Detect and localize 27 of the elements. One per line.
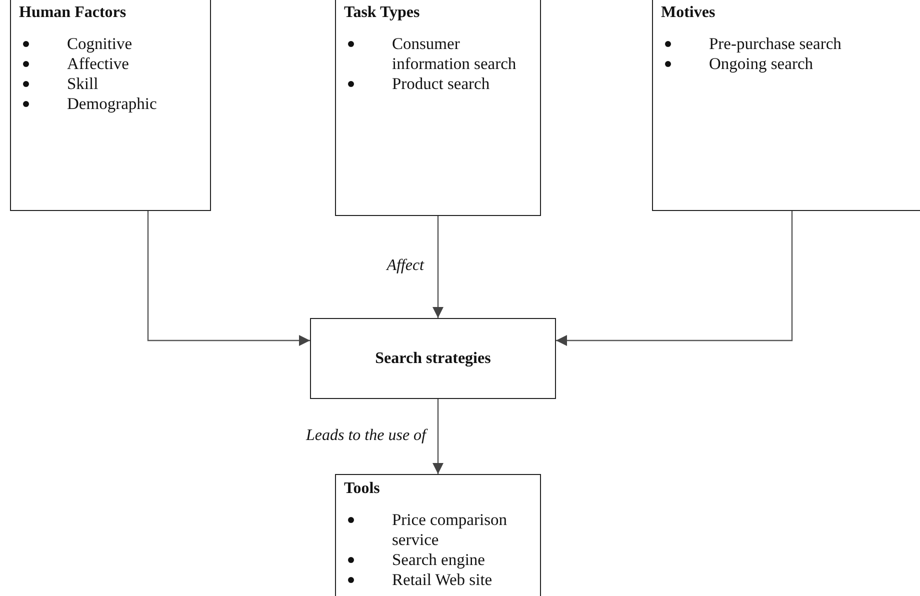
list-item: Consumer information search [344, 34, 534, 74]
list-item: Ongoing search [661, 54, 917, 74]
list-item: Cognitive [19, 34, 204, 54]
list-item: Search engine [344, 550, 534, 570]
category-box [335, 474, 541, 596]
list-item: Price comparison service [344, 510, 534, 550]
arrow [432, 216, 444, 318]
list-item: Skill [19, 74, 204, 94]
box-heading: Tools [344, 480, 381, 498]
box-heading: Task Types [344, 4, 421, 22]
box-heading: Search strategies [375, 350, 491, 368]
list-item: Product search [344, 74, 534, 94]
arrow [147, 211, 310, 346]
category-box [335, 0, 541, 216]
edge-label: Affect [386, 257, 424, 275]
box-heading: Motives [661, 4, 716, 22]
process-box [310, 318, 556, 399]
list-item: Demographic [19, 94, 204, 114]
list-item: Retail Web site [344, 570, 534, 590]
category-box [10, 0, 211, 211]
arrow [556, 211, 793, 346]
category-box [652, 0, 920, 211]
list-item: Affective [19, 54, 204, 74]
arrow [432, 399, 444, 474]
edge-label: Leads to the use of [306, 426, 426, 444]
box-heading: Human Factors [19, 4, 128, 22]
list-item: Pre-purchase search [661, 34, 917, 54]
